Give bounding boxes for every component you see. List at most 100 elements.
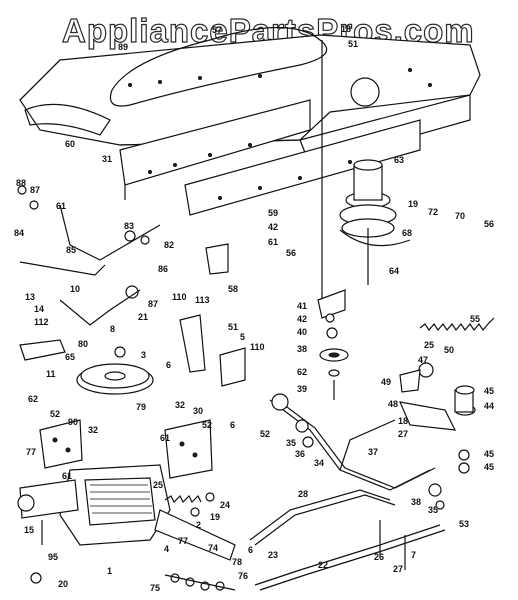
callout-51: 51 [348,39,358,49]
callout-35: 35 [286,438,296,448]
callout-23: 23 [268,550,278,560]
callout-15: 15 [24,525,34,535]
callout-30: 30 [193,406,203,416]
callout-14: 14 [34,304,44,314]
callout-78: 78 [232,557,242,567]
callout-80: 80 [78,339,88,349]
callout-51: 51 [228,322,238,332]
callout-61: 61 [62,471,72,481]
callout-6: 6 [230,420,235,430]
callout-6: 6 [166,360,171,370]
callout-52: 52 [50,409,60,419]
callout-89: 89 [118,42,128,52]
callout-3: 3 [141,350,146,360]
callout-65: 65 [65,352,75,362]
callout-61: 61 [56,201,66,211]
washer-19 [190,507,200,517]
brake-shaft [269,393,436,491]
callout-22: 22 [318,560,328,570]
callout-1: 1 [107,566,112,576]
callout-42: 42 [297,314,307,324]
shift-linkage [17,185,161,361]
tension-spring [419,317,495,332]
callout-42: 42 [268,222,278,232]
callout-52: 52 [260,429,270,439]
callout-50: 50 [444,345,454,355]
callout-74: 74 [208,543,218,553]
callout-83: 83 [124,221,134,231]
callout-112: 112 [34,317,49,327]
callout-11: 11 [46,369,56,379]
callout-59: 59 [268,208,278,218]
callout-60: 60 [65,139,75,149]
callout-85: 85 [66,245,76,255]
callout-56: 56 [484,219,494,229]
callout-35: 35 [428,505,438,515]
callout-18: 18 [398,416,408,426]
callout-4: 4 [164,544,169,554]
callout-13: 13 [25,292,35,302]
callout-47: 47 [418,355,428,365]
callout-45: 45 [484,386,494,396]
callout-45: 45 [484,449,494,459]
callout-95: 95 [48,552,58,562]
callout-110: 110 [250,342,265,352]
callout-88: 88 [16,178,26,188]
callout-8: 8 [110,324,115,334]
callout-34: 34 [314,458,324,468]
callout-40: 40 [297,327,307,337]
callout-55: 55 [470,314,480,324]
callout-68: 68 [402,228,412,238]
callout-20: 20 [58,579,68,589]
callout-87: 87 [148,299,158,309]
callout-53: 53 [459,519,469,529]
callout-57: 57 [212,25,222,35]
callout-77: 77 [26,447,36,457]
callout-48: 48 [388,399,398,409]
callout-61: 61 [268,237,278,247]
callout-72: 72 [428,207,438,217]
callout-76: 76 [238,571,248,581]
callout-31: 31 [102,154,112,164]
drive-belt [109,27,328,107]
callout-58: 58 [228,284,238,294]
callout-27: 27 [393,564,403,574]
chassis-frame [19,34,481,166]
callout-6: 6 [248,545,253,555]
callout-19: 19 [408,199,418,209]
callout-25: 25 [424,340,434,350]
callout-52: 52 [202,420,212,430]
washer-35b [435,500,445,510]
callout-77: 77 [178,536,188,546]
washer-24 [205,492,215,502]
callout-10: 10 [70,284,80,294]
callout-7: 7 [411,550,416,560]
callout-44: 44 [484,401,494,411]
callout-82: 82 [164,240,174,250]
callout-110: 110 [172,292,187,302]
callout-62: 62 [297,367,307,377]
shift-rods [249,489,446,591]
callout-61: 61 [160,433,170,443]
callout-75: 75 [150,583,160,593]
callout-24: 24 [220,500,230,510]
callout-63: 63 [394,155,404,165]
bracket-5 [219,347,246,387]
bracket-113 [179,314,206,373]
callout-64: 64 [389,266,399,276]
callout-56: 56 [286,248,296,258]
callout-62: 62 [28,394,38,404]
callout-38: 38 [297,344,307,354]
callout-37: 37 [368,447,378,457]
brake-lever [399,362,476,474]
callout-25: 25 [153,480,163,490]
callout-41: 41 [297,301,307,311]
callout-70: 70 [455,211,465,221]
callout-32: 32 [88,425,98,435]
callout-28: 28 [298,489,308,499]
transmission-pulley [76,346,154,395]
callout-45: 45 [484,462,494,472]
frame-side-rails [119,99,421,216]
callout-18: 18 [341,24,351,34]
